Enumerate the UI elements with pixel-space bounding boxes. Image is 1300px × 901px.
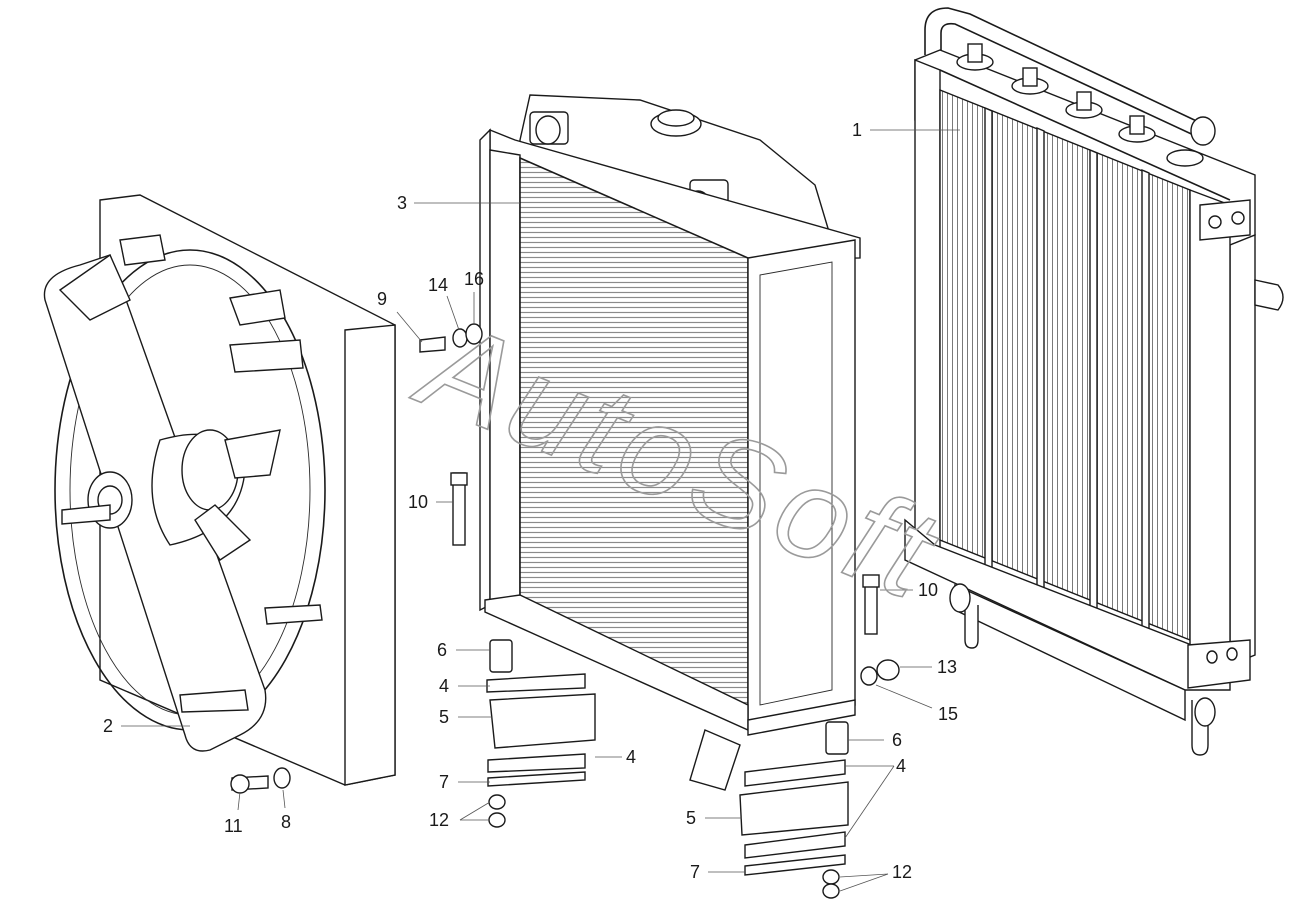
callout-5-right: 5 xyxy=(686,808,696,828)
callout-15: 15 xyxy=(938,704,958,724)
callout-3: 3 xyxy=(397,193,407,213)
fan-shroud-part-2 xyxy=(43,194,396,786)
radiator-part-3 xyxy=(479,94,861,791)
small-parts xyxy=(230,323,900,899)
oil-cooler-part-1 xyxy=(904,7,1284,756)
fan-hub xyxy=(61,429,281,561)
callout-6-right: 6 xyxy=(892,730,902,750)
callout-12-right: 12 xyxy=(892,862,912,882)
callout-12-left: 12 xyxy=(429,810,449,830)
callout-labels: 1 2 3 4 4 4 5 5 6 6 7 7 8 9 10 10 11 12 … xyxy=(103,120,958,882)
callout-1: 1 xyxy=(852,120,862,140)
callout-6-left: 6 xyxy=(437,640,447,660)
callout-14: 14 xyxy=(428,275,448,295)
leader-lines xyxy=(121,129,960,892)
callout-9: 9 xyxy=(377,289,387,309)
callout-10-right: 10 xyxy=(918,580,938,600)
callout-16: 16 xyxy=(464,269,484,289)
callout-7-left: 7 xyxy=(439,772,449,792)
callout-2: 2 xyxy=(103,716,113,736)
callout-5-left: 5 xyxy=(439,707,449,727)
callout-4-left-upper: 4 xyxy=(439,676,449,696)
bolt-pads xyxy=(956,43,1204,167)
callout-10-left: 10 xyxy=(408,492,428,512)
callout-8: 8 xyxy=(281,812,291,832)
callout-11: 11 xyxy=(224,816,243,836)
callout-4-right: 4 xyxy=(896,756,906,776)
callout-7-right: 7 xyxy=(690,862,700,882)
callout-13: 13 xyxy=(937,657,957,677)
callout-4-left-lower: 4 xyxy=(626,747,636,767)
